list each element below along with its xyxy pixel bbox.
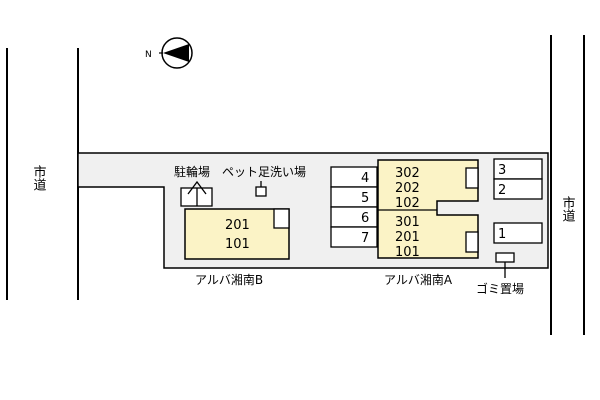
building-a-unit-202: 202 — [395, 181, 420, 196]
parking-space-2: 2 — [498, 183, 506, 198]
parking-space-5: 5 — [361, 191, 369, 206]
building-a-unit-201: 201 — [395, 230, 420, 245]
parking-middle: 4 5 6 7 — [330, 166, 378, 248]
pet-footwash-label: ペット足洗い場 — [222, 165, 306, 179]
parking-space-3: 3 — [498, 163, 506, 178]
building-a-name: アルバ湘南A — [384, 272, 453, 287]
parking-space-1: 1 — [498, 227, 506, 242]
building-b: 201 101 — [184, 208, 290, 260]
parking-space-4: 4 — [361, 171, 369, 186]
road-left-label: 市道 — [31, 164, 47, 191]
building-b-unit-101: 101 — [225, 237, 250, 252]
building-a-unit-102: 102 — [395, 196, 420, 211]
pet-footwash-icon — [255, 181, 267, 197]
building-a-unit-101: 101 — [395, 245, 420, 260]
parking-right: 3 2 1 — [493, 158, 543, 244]
bicycle-parking-label: 駐輪場 — [174, 164, 210, 179]
bicycle-parking-icon — [180, 180, 213, 207]
parking-space-6: 6 — [361, 211, 369, 226]
parking-space-7: 7 — [361, 231, 369, 246]
compass-north-arrow-icon: N — [145, 37, 193, 69]
building-b-unit-201: 201 — [225, 218, 250, 233]
building-b-name: アルバ湘南B — [195, 272, 263, 287]
building-a-unit-302: 302 — [395, 166, 420, 181]
garbage-area-label: ゴミ置場 — [476, 281, 524, 296]
road-right-label: 市道 — [560, 195, 576, 222]
garbage-area-icon — [495, 252, 515, 278]
building-a-unit-301: 301 — [395, 215, 420, 230]
building-a: 302 202 102 301 201 101 — [377, 159, 479, 260]
compass-north-label: N — [145, 50, 152, 60]
